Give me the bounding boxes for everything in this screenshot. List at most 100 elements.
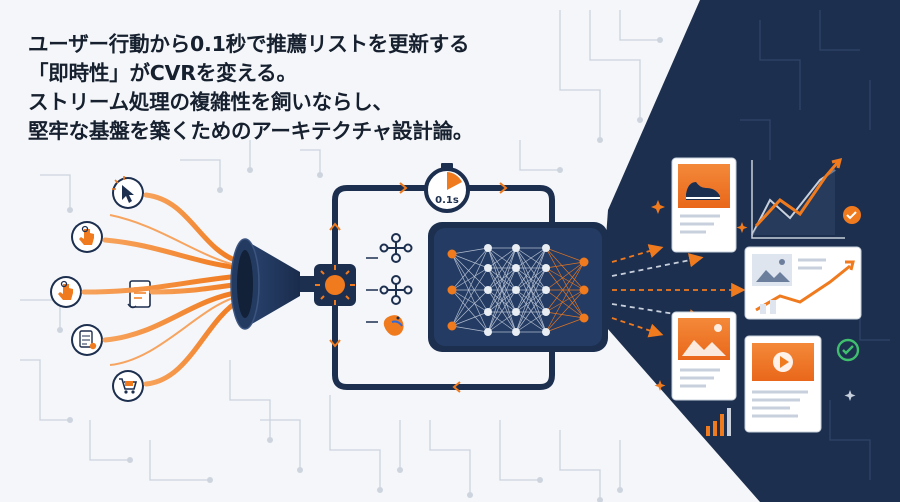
network-connection — [545, 289, 585, 319]
network-node — [512, 286, 520, 294]
network-connection — [515, 247, 547, 291]
checklist-document-icon — [71, 324, 103, 356]
network-connection — [451, 247, 489, 291]
sneaker-product-card — [671, 157, 737, 253]
network-node — [447, 285, 457, 295]
touch-tap-icon — [71, 221, 103, 253]
network-connection — [545, 247, 585, 291]
kafka-icon — [379, 233, 413, 263]
network-connection — [487, 311, 517, 333]
check-badge-icon — [843, 206, 861, 224]
network-node — [512, 244, 520, 252]
headline-line-3: ストリーム処理の複雑性を飼いならし、 — [28, 90, 393, 114]
network-node — [447, 321, 457, 331]
network-connection — [545, 267, 585, 319]
cursor-click-icon — [112, 176, 144, 209]
network-connection — [487, 289, 517, 313]
network-connection — [451, 247, 489, 255]
growth-chart-card — [751, 157, 845, 239]
ingest-funnel — [230, 238, 316, 330]
network-connection — [545, 247, 585, 319]
network-connection — [545, 247, 585, 263]
network-connection — [487, 289, 517, 333]
headline-line-4: 堅牢な基盤を築くためのアーキテクチャ設計論。 — [28, 119, 474, 143]
network-connection — [545, 267, 585, 291]
sparkle-icons — [651, 200, 856, 401]
network-node — [542, 328, 550, 336]
network-connection — [515, 247, 547, 333]
network-connection — [515, 267, 547, 333]
network-connection — [487, 247, 517, 269]
network-connection — [515, 289, 547, 313]
check-badge-icon — [836, 338, 860, 362]
network-connection — [451, 267, 489, 291]
network-connection — [545, 289, 585, 313]
network-connection — [451, 289, 489, 333]
network-connection — [487, 267, 517, 333]
headline-line-2: 「即時性」がCVRを変える。 — [28, 61, 297, 85]
network-node — [542, 308, 550, 316]
network-connection — [451, 253, 489, 333]
network-connection — [545, 311, 585, 319]
shopping-cart-icon — [112, 370, 144, 402]
network-connection — [487, 267, 517, 291]
network-connection — [545, 261, 585, 291]
network-node — [579, 313, 589, 323]
event-stream-flows — [81, 192, 243, 387]
tap-gesture-icon — [50, 276, 82, 308]
network-node — [484, 328, 492, 336]
network-connection — [451, 311, 489, 327]
network-connection — [487, 247, 517, 313]
network-connection — [451, 289, 489, 327]
network-node — [484, 244, 492, 252]
network-node — [579, 285, 589, 295]
network-connection — [515, 247, 547, 269]
network-node — [512, 264, 520, 272]
document-scroll-icon — [127, 280, 151, 309]
network-connection — [515, 311, 547, 333]
network-node — [484, 286, 492, 294]
network-connection — [545, 317, 585, 333]
network-connection — [451, 325, 489, 333]
network-node — [484, 308, 492, 316]
network-connection — [451, 253, 489, 269]
neural-network-block — [428, 222, 608, 352]
network-connection — [451, 253, 489, 291]
headline-line-1: ユーザー行動から0.1秒で推薦リストを更新する — [28, 32, 470, 56]
network-node — [512, 328, 520, 336]
network-connection — [487, 247, 517, 333]
network-connection — [451, 267, 489, 327]
bar-chart-icon — [706, 408, 731, 436]
image-product-card — [671, 311, 737, 401]
network-node — [447, 249, 457, 259]
network-node — [542, 286, 550, 294]
recommendation-cards — [651, 157, 862, 436]
flink-squirrel-icon — [383, 315, 404, 336]
network-connection — [451, 289, 489, 313]
video-card — [744, 335, 822, 433]
network-node — [484, 264, 492, 272]
stream-tool-logos — [366, 233, 413, 336]
headline: ユーザー行動から0.1秒で推薦リストを更新する 「即時性」がCVRを変える。 ス… — [28, 30, 568, 146]
network-connection — [545, 261, 585, 313]
network-connection — [545, 261, 585, 333]
kafka-icon — [379, 275, 413, 305]
network-node — [542, 244, 550, 252]
network-connection — [451, 247, 489, 327]
network-connection — [545, 261, 585, 269]
stream-processor-hub — [314, 264, 356, 306]
network-connection — [451, 253, 489, 313]
network-connection — [487, 247, 517, 291]
event-stream-thin — [109, 214, 241, 366]
network-node — [579, 257, 589, 267]
timer-label: 0.1s — [435, 195, 459, 206]
network-connection — [515, 289, 547, 333]
stopwatch-icon: 0.1s — [424, 163, 470, 213]
network-connection — [515, 267, 547, 291]
network-connection — [545, 289, 585, 333]
input-event-icons — [50, 176, 151, 402]
image-gallery-card — [744, 246, 862, 320]
circuit-nodes — [57, 37, 663, 502]
network-node — [512, 308, 520, 316]
